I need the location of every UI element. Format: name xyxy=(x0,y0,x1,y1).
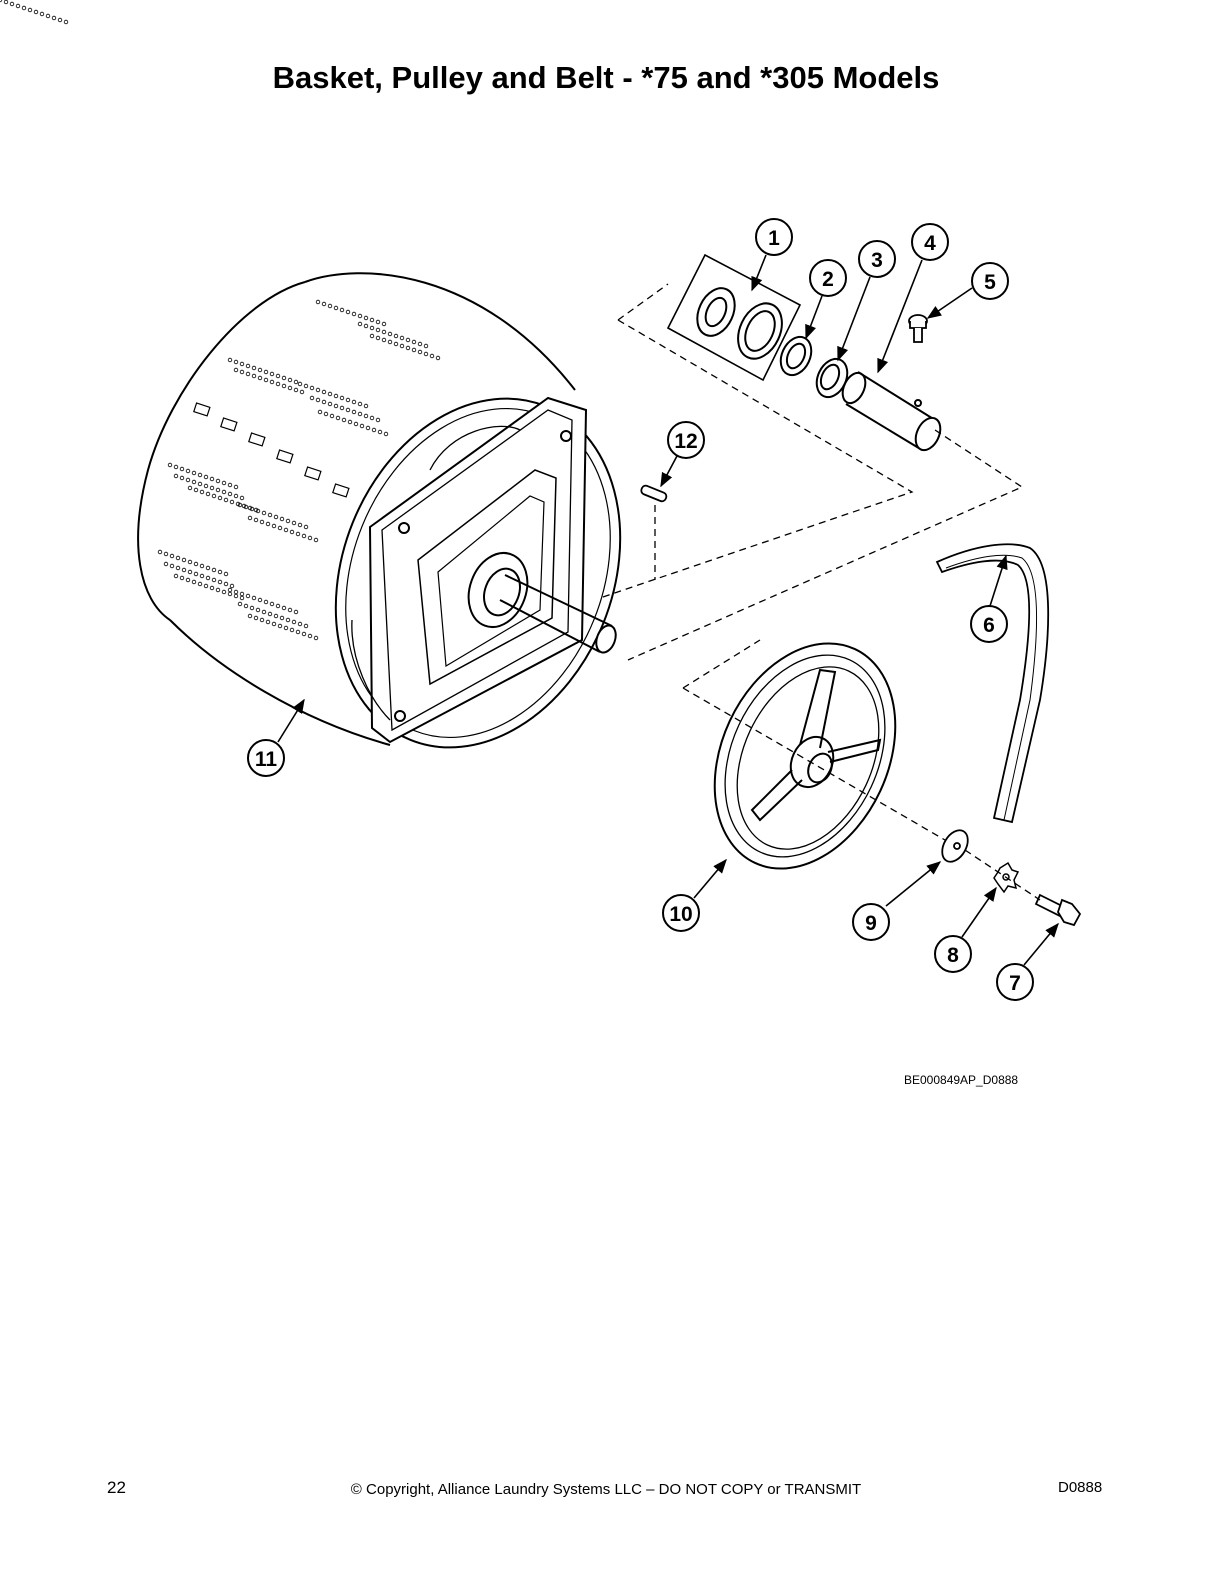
drive-belt xyxy=(935,543,1050,824)
bearing-kit xyxy=(666,253,942,452)
callout-3: 3 xyxy=(837,240,896,362)
copyright-notice: © Copyright, Alliance Laundry Systems LL… xyxy=(350,1481,862,1498)
callout-4: 4 xyxy=(877,223,949,374)
svg-text:8: 8 xyxy=(947,944,959,967)
pulley xyxy=(713,642,897,870)
callout-10: 10 xyxy=(662,858,727,932)
svg-text:12: 12 xyxy=(674,430,697,453)
svg-text:4: 4 xyxy=(924,232,936,255)
page-number: 22 xyxy=(107,1478,126,1497)
callout-6: 6 xyxy=(970,554,1008,643)
svg-text:9: 9 xyxy=(865,912,877,935)
svg-text:2: 2 xyxy=(822,268,834,291)
svg-text:1: 1 xyxy=(768,227,780,250)
callout-1: 1 xyxy=(751,218,793,292)
callout-12: 12 xyxy=(660,421,705,488)
washer xyxy=(941,829,969,863)
svg-text:11: 11 xyxy=(255,748,278,771)
callout-9: 9 xyxy=(852,861,942,941)
basket-perforations xyxy=(0,0,441,641)
callout-2: 2 xyxy=(805,259,847,340)
document-id: D0888 xyxy=(1058,1479,1103,1496)
svg-text:6: 6 xyxy=(983,614,995,637)
basket-drum xyxy=(137,272,622,749)
svg-text:10: 10 xyxy=(669,903,692,926)
drawing-code: BE000849AP_D0888 xyxy=(904,1073,1019,1087)
screw xyxy=(908,314,928,343)
callout-7: 7 xyxy=(996,922,1059,1001)
page-title: Basket, Pulley and Belt - *75 and *305 M… xyxy=(272,60,940,95)
svg-text:3: 3 xyxy=(871,249,883,272)
svg-text:7: 7 xyxy=(1009,972,1021,995)
hex-bolt xyxy=(1034,893,1082,927)
basket-slots xyxy=(193,402,350,498)
shaft-key xyxy=(640,484,668,503)
callout-11: 11 xyxy=(247,698,305,777)
svg-text:5: 5 xyxy=(984,271,996,294)
callout-5: 5 xyxy=(926,262,1009,319)
assembly-lines xyxy=(599,283,1041,901)
callout-8: 8 xyxy=(934,886,997,973)
